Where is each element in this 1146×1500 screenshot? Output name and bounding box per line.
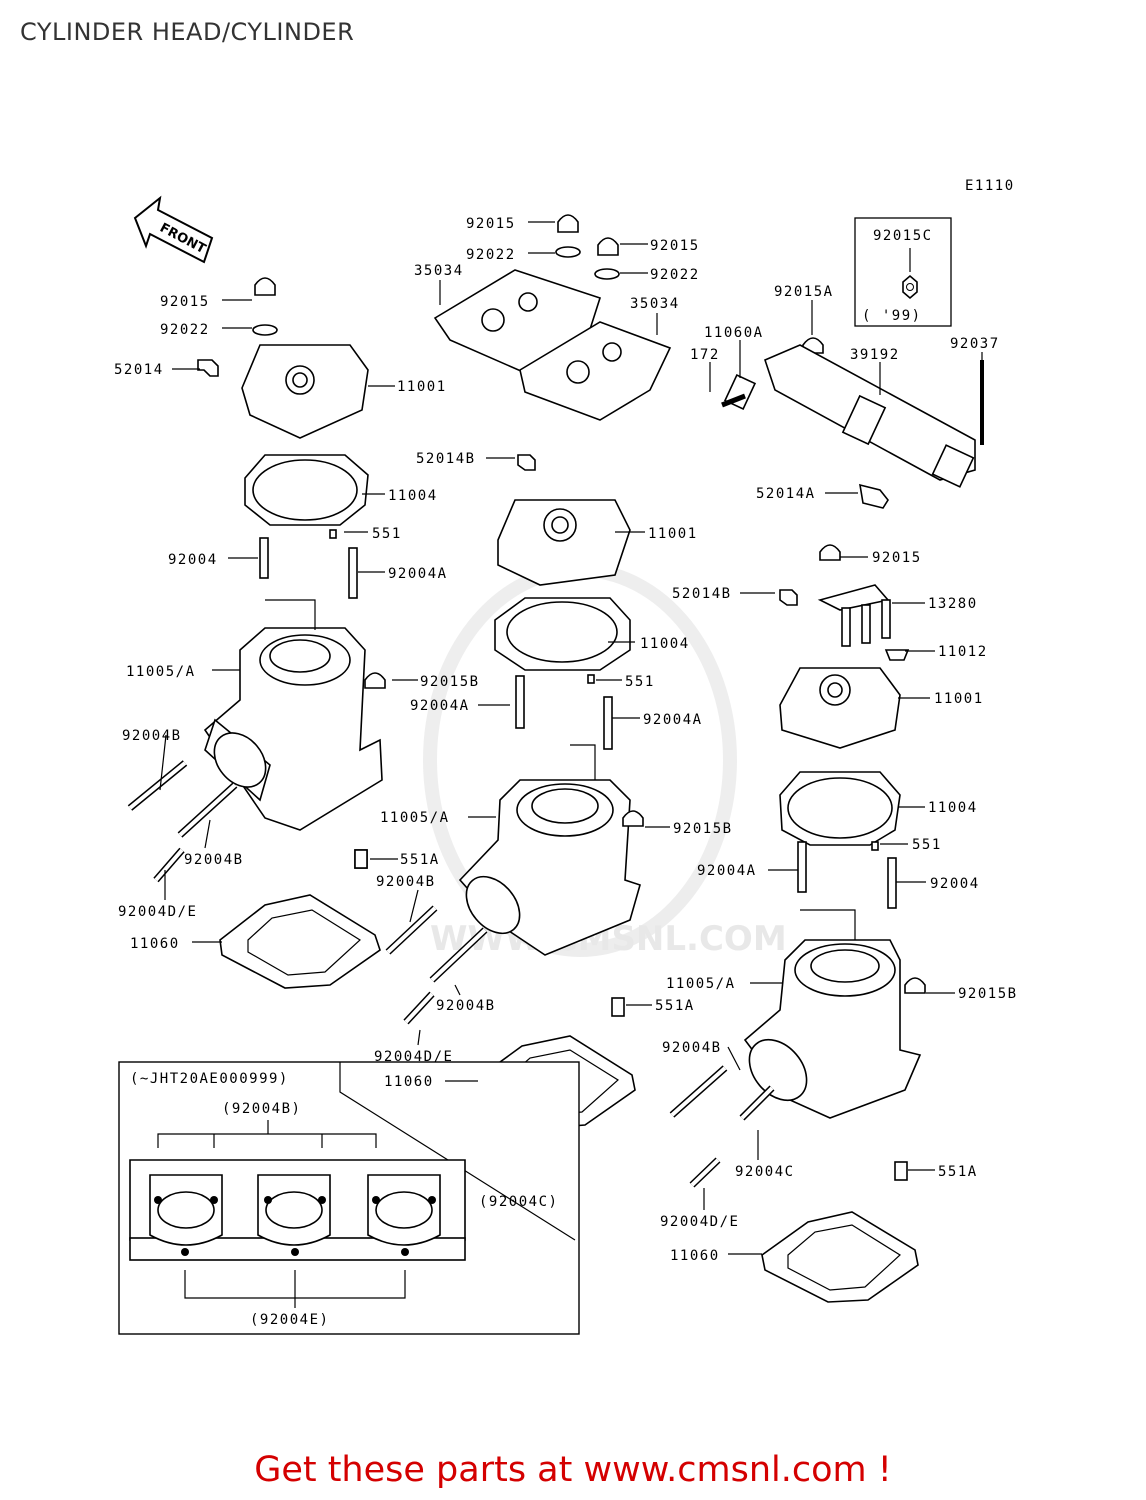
part-label: 92022 <box>650 267 700 283</box>
part-label: 11005/A <box>380 810 450 826</box>
leader-lines <box>159 221 983 1255</box>
part-label: 11060A <box>704 325 764 341</box>
part-label: 92015B <box>958 986 1018 1002</box>
part-label: 92015B <box>420 674 480 690</box>
part-label: 551 <box>625 674 655 690</box>
part-label: 92037 <box>950 336 1000 352</box>
variant-box: 92015C ( '99) <box>854 217 952 327</box>
part-label: 92004B <box>662 1040 722 1056</box>
part-label: 92015B <box>673 821 733 837</box>
part-labels: 92015 92022 52014 11001 11004 551 92004 … <box>114 216 1018 1264</box>
part-label: 92022 <box>160 322 210 338</box>
part-label: 92004B <box>436 998 496 1014</box>
inset-top-label: (92004B) <box>222 1101 301 1117</box>
part-label: 11060 <box>130 936 180 952</box>
part-label: 551 <box>372 526 402 542</box>
part-label: 92015A <box>774 284 834 300</box>
part-label: 92004B <box>184 852 244 868</box>
part-label: 52014B <box>416 451 476 467</box>
part-label: 52014B <box>672 586 732 602</box>
part-label: 35034 <box>414 263 464 279</box>
part-label: 92022 <box>466 247 516 263</box>
left-assembly <box>127 277 386 989</box>
part-label: 92015 <box>650 238 700 254</box>
part-label: 92004D/E <box>660 1214 739 1230</box>
part-label: 13280 <box>928 596 978 612</box>
part-label: 11004 <box>640 636 690 652</box>
part-label: 92004D/E <box>118 904 197 920</box>
part-label: 92004B <box>122 728 182 744</box>
footer-link[interactable]: Get these parts at www.cmsnl.com ! <box>254 1450 892 1490</box>
part-label: 92015 <box>160 294 210 310</box>
part-label: 11001 <box>397 379 447 395</box>
part-label: 11005/A <box>666 976 736 992</box>
inset-box: (~JHT20AE000999) (92004B) (92004C) (9200… <box>118 1061 580 1335</box>
part-label: 11004 <box>388 488 438 504</box>
inset-title: (~JHT20AE000999) <box>130 1071 289 1087</box>
part-label: 551 <box>912 837 942 853</box>
part-label: 551A <box>938 1164 978 1180</box>
part-label: 92004D/E <box>374 1049 453 1065</box>
part-label: 92004 <box>930 876 980 892</box>
part-label: 52014A <box>756 486 816 502</box>
part-label: 35034 <box>630 296 680 312</box>
part-label: 92004C <box>735 1164 795 1180</box>
part-label: 92004A <box>643 712 703 728</box>
diagram-code: E1110 <box>965 178 1015 194</box>
right-assembly <box>669 337 984 1303</box>
inset-side-label: (92004C) <box>479 1194 558 1210</box>
part-label: 52014 <box>114 362 164 378</box>
part-label: 92004A <box>410 698 470 714</box>
variant-year: ( '99) <box>862 308 922 324</box>
part-label: 92004A <box>388 566 448 582</box>
part-label: 92004 <box>168 552 218 568</box>
variant-label: 92015C <box>873 228 933 244</box>
part-label: 92004B <box>376 874 436 890</box>
part-label: 11001 <box>648 526 698 542</box>
part-label: 92004A <box>697 863 757 879</box>
part-label: 92015 <box>466 216 516 232</box>
center-assembly <box>354 214 672 1129</box>
part-label: 172 <box>690 347 720 363</box>
part-label: 551A <box>400 852 440 868</box>
part-label: 11060 <box>670 1248 720 1264</box>
part-label: 39192 <box>850 347 900 363</box>
part-label: 11005/A <box>126 664 196 680</box>
part-label: 11060 <box>384 1074 434 1090</box>
part-label: 11001 <box>934 691 984 707</box>
inset-bottom-label: (92004E) <box>250 1312 329 1328</box>
part-label: 11012 <box>938 644 988 660</box>
page-title: CYLINDER HEAD/CYLINDER <box>20 18 355 46</box>
part-label: 551A <box>655 998 695 1014</box>
front-arrow-icon: FRONT <box>133 195 214 264</box>
part-label: 92015 <box>872 550 922 566</box>
part-label: 11004 <box>928 800 978 816</box>
